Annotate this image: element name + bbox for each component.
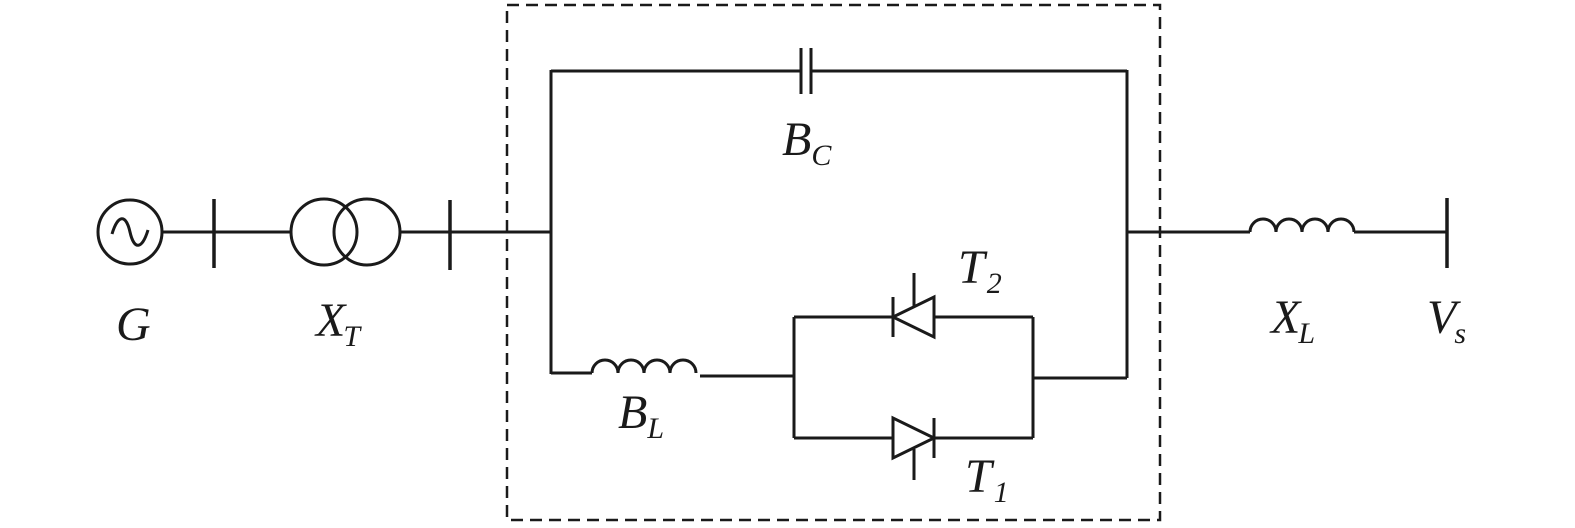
thyristor-t2-icon (889, 273, 936, 340)
generator-symbol (96, 198, 164, 266)
thyristor-valve (792, 273, 1127, 480)
line-inductor-icon (1248, 217, 1356, 233)
thyristor-t1-icon (891, 415, 938, 480)
label-generator: G (116, 298, 151, 351)
label-line-reactance: XL (1269, 291, 1315, 350)
label-thyristor-t2: T2 (958, 241, 1002, 300)
label-reactor: BL (618, 386, 664, 445)
reactor-inductor-icon (590, 358, 698, 374)
label-infinite-bus: Vs (1427, 291, 1466, 350)
capacitor-icon (799, 48, 813, 94)
label-transformer: XT (314, 294, 362, 353)
svc-boundary-box (505, 3, 1162, 522)
ac-source-icon (110, 217, 150, 247)
label-thyristor-t1: T1 (965, 450, 1009, 509)
transformer-icon (289, 197, 402, 267)
label-capacitor: BC (782, 113, 832, 172)
